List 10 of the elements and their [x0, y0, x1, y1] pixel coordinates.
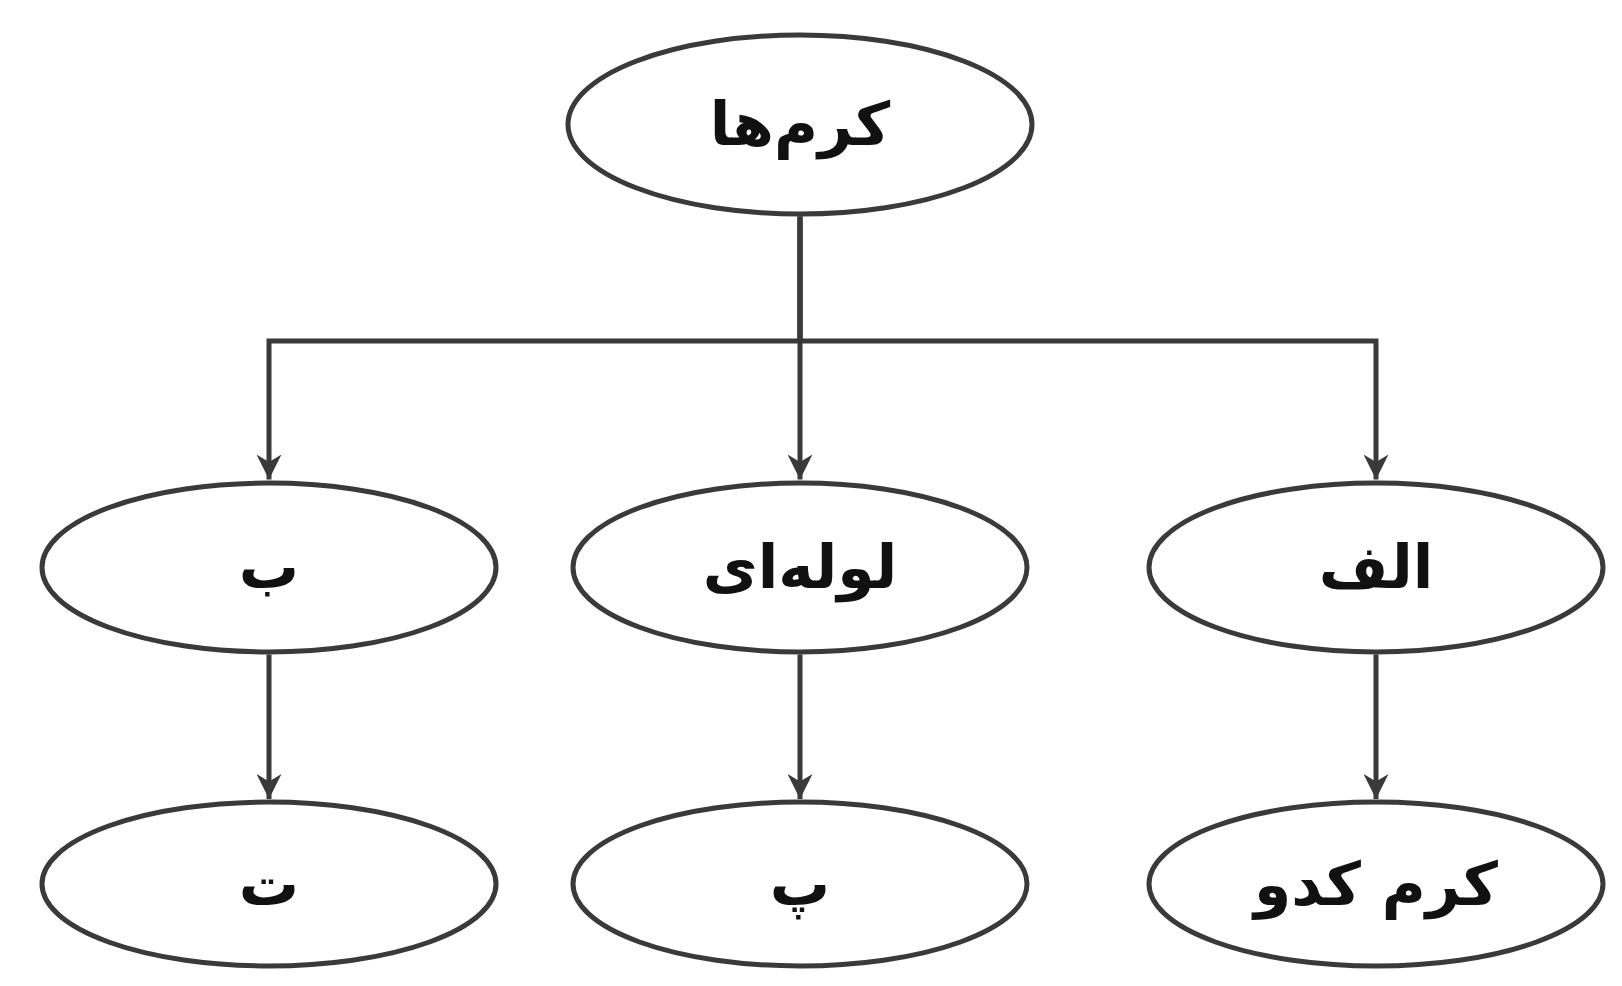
arrow: [1363, 654, 1389, 799]
arrow: [256, 216, 803, 480]
arrow: [256, 654, 282, 799]
node-label: کرم‌ها: [709, 88, 891, 160]
node-label: ت: [238, 848, 300, 920]
node-label: پ: [769, 848, 831, 920]
node-label: الف: [1318, 531, 1434, 603]
node-label: لوله‌ای: [702, 531, 898, 603]
node-label: ب: [238, 531, 300, 603]
arrow: [787, 654, 813, 799]
